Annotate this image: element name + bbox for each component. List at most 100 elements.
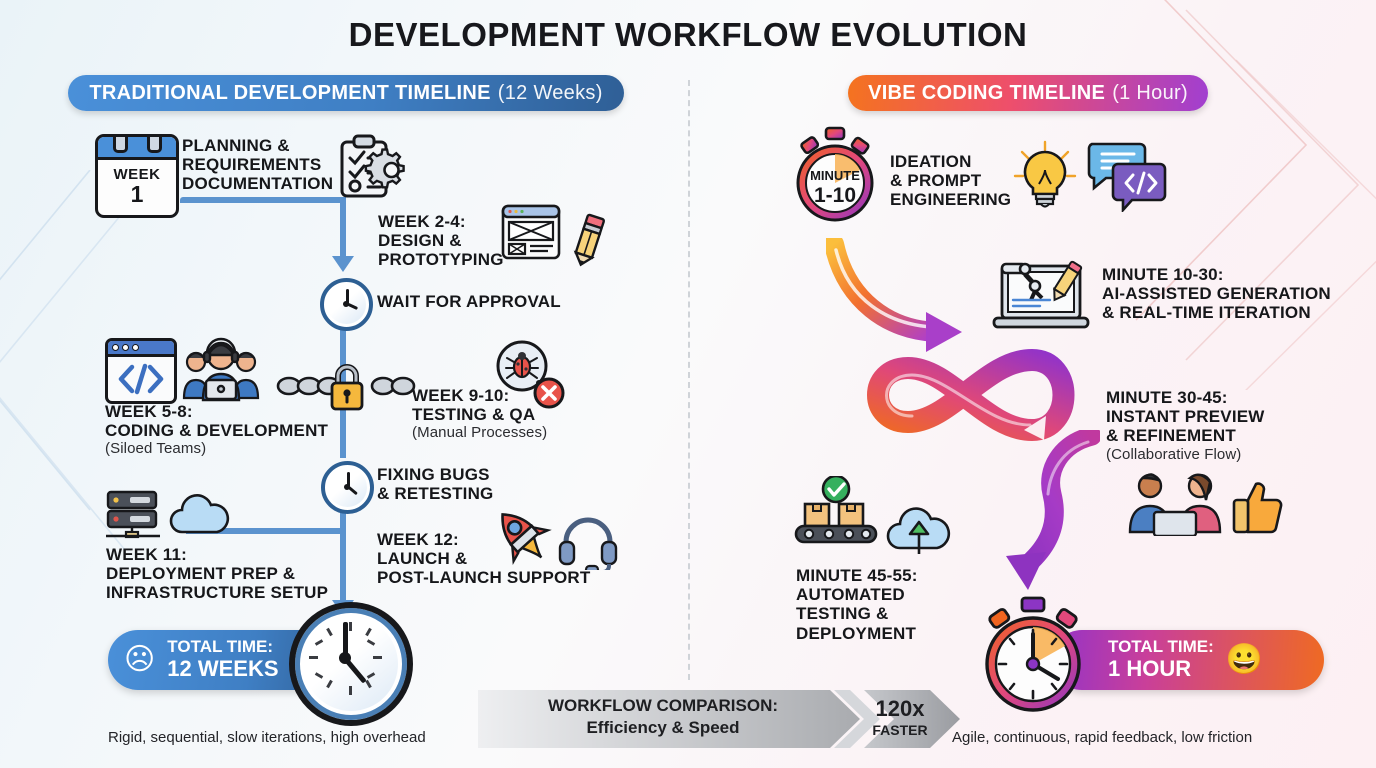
traditional-timeline-header-suffix: (12 Weeks) — [497, 81, 603, 104]
headset-icon — [558, 517, 618, 570]
code-window-icon — [105, 338, 177, 404]
panel-divider — [688, 80, 690, 680]
robot-arm-laptop-icon — [992, 260, 1090, 329]
bug-magnifier-icon — [496, 340, 565, 409]
rocket-icon — [501, 513, 552, 565]
window-dot-1 — [112, 344, 119, 351]
connector-vertical-1 — [340, 197, 346, 259]
calendar-header-band — [98, 137, 176, 160]
clock-icon-approval — [320, 278, 373, 331]
chain-lock-icon — [276, 364, 416, 411]
step-automated-line2: AUTOMATED — [796, 585, 905, 605]
step-preview-line2: INSTANT PREVIEW — [1106, 407, 1265, 427]
window-dot-3 — [132, 344, 139, 351]
code-window-titlebar — [108, 341, 174, 357]
calendar-icon: WEEK 1 — [95, 134, 179, 218]
step-ai-generation-line3: & REAL-TIME ITERATION — [1102, 303, 1311, 323]
step-planning-line3: DOCUMENTATION — [182, 174, 334, 194]
step-ideation-line3: ENGINEERING — [890, 190, 1012, 210]
step-planning-line2: REQUIREMENTS — [182, 155, 322, 175]
step-automated-line1: MINUTE 45-55: — [796, 566, 918, 585]
vibe-timeline-header-suffix: (1 Hour) — [1112, 81, 1188, 104]
clock-icon-total-traditional — [289, 602, 413, 726]
step-testing-line2: TESTING & QA — [412, 405, 536, 425]
stopwatch-icon-total — [985, 596, 1081, 712]
svg-text:1-10: 1-10 — [814, 184, 856, 207]
step-launch: WEEK 12: LAUNCH & POST-LAUNCH SUPPORT — [377, 530, 607, 588]
chat-code-bubbles-icon — [1087, 142, 1167, 212]
step-automated: MINUTE 45-55: AUTOMATED TESTING & DEPLOY… — [796, 566, 976, 643]
step-coding: WEEK 5-8: CODING & DEVELOPMENT (Siloed T… — [105, 402, 350, 457]
step-design-line2: DESIGN & — [378, 231, 462, 251]
happy-face-emoji: 😀 — [1225, 643, 1264, 676]
gear-icon — [364, 148, 405, 189]
step-design-line1: WEEK 2-4: — [378, 212, 466, 231]
comparison-multiplier: 120x — [875, 696, 925, 721]
step-coding-line2: CODING & DEVELOPMENT — [105, 421, 329, 441]
cloud-icon — [169, 494, 230, 534]
step-planning-line1: PLANNING & — [182, 136, 290, 155]
comparison-banner: WORKFLOW COMPARISON: Efficiency & Speed … — [478, 688, 960, 750]
step-launch-line1: WEEK 12: — [377, 530, 459, 549]
step-launch-line3: POST-LAUNCH SUPPORT — [377, 568, 591, 588]
step-preview: MINUTE 30-45: INSTANT PREVIEW & REFINEME… — [1106, 388, 1336, 463]
step-ideation-line2: & PROMPT — [890, 171, 982, 191]
step-preview-line1: MINUTE 30-45: — [1106, 388, 1228, 407]
total-time-vibe-label: TOTAL TIME: — [1108, 637, 1214, 657]
comparison-line1: WORKFLOW COMPARISON: — [547, 696, 779, 715]
step-ai-generation: MINUTE 10-30: AI-ASSISTED GENERATION & R… — [1102, 265, 1332, 323]
page-title: DEVELOPMENT WORKFLOW EVOLUTION — [348, 16, 1028, 53]
calendar-ring-left — [113, 137, 128, 153]
step-ai-generation-line1: MINUTE 10-30: — [1102, 265, 1224, 284]
swoosh-arrow-1 — [826, 238, 962, 352]
calendar-number-label: 1 — [130, 181, 144, 207]
step-preview-note: (Collaborative Flow) — [1106, 445, 1242, 463]
step-deployment-line2: DEPLOYMENT PREP & — [106, 564, 296, 584]
total-time-vibe-value: 1 HOUR — [1108, 656, 1192, 682]
vibe-footer-note: Agile, continuous, rapid feedback, low f… — [952, 729, 1253, 746]
step-coding-note: (Siloed Teams) — [105, 440, 207, 458]
code-brackets-glyph — [118, 363, 164, 395]
step-fixing-line1: FIXING BUGS — [377, 465, 490, 484]
step-design: WEEK 2-4: DESIGN & PROTOTYPING — [378, 212, 508, 270]
connector-arrow-1 — [332, 256, 354, 272]
total-time-traditional-label: TOTAL TIME: — [167, 637, 274, 657]
comparison-line2: Efficiency & Speed — [586, 718, 740, 737]
stopwatch-icon-minute: MINUTE 1-10 — [796, 126, 874, 222]
lightbulb-icon — [1013, 140, 1077, 208]
step-automated-line3: TESTING & — [796, 604, 889, 624]
step-automated-line4: DEPLOYMENT — [796, 623, 917, 643]
step-ideation-line1: IDEATION — [890, 152, 972, 171]
step-deployment-line3: INFRASTRUCTURE SETUP — [106, 583, 329, 603]
infinity-loop-icon — [867, 348, 1075, 442]
comparison-multiplier-sub: FASTER — [872, 722, 928, 738]
calendar-ring-right — [147, 137, 162, 153]
window-dot-2 — [122, 344, 129, 351]
total-time-traditional-value: 12 WEEKS — [167, 656, 279, 682]
total-time-vibe: TOTAL TIME: 1 HOUR 😀 — [1052, 630, 1324, 690]
cloud-upload-icon — [886, 507, 951, 554]
traditional-footer-note: Rigid, sequential, slow iterations, high… — [108, 729, 426, 746]
thumbs-up-icon — [1232, 482, 1283, 534]
svg-text:MINUTE: MINUTE — [810, 168, 860, 183]
clock-icon-fixing — [321, 461, 374, 514]
step-testing: WEEK 9-10: TESTING & QA (Manual Processe… — [412, 386, 592, 441]
step-ai-generation-line2: AI-ASSISTED GENERATION — [1102, 284, 1331, 304]
step-approval-label: WAIT FOR APPROVAL — [377, 292, 561, 311]
step-testing-note: (Manual Processes) — [412, 424, 548, 442]
calendar-body: WEEK 1 — [98, 160, 176, 212]
step-ideation: IDEATION & PROMPT ENGINEERING — [890, 152, 1050, 210]
connector-horizontal-1 — [180, 197, 346, 203]
step-deployment-line1: WEEK 11: — [106, 545, 187, 564]
step-planning: PLANNING & REQUIREMENTS DOCUMENTATION — [182, 136, 372, 194]
step-fixing: FIXING BUGS & RETESTING — [377, 465, 537, 503]
connector-vertical-3 — [340, 505, 346, 603]
clipboard-checklist-icon — [340, 134, 405, 198]
pencil-icon — [573, 213, 606, 267]
step-testing-line1: WEEK 9-10: — [412, 386, 510, 405]
server-icon — [106, 490, 160, 539]
connector-horizontal-2 — [186, 528, 346, 534]
conveyor-check-icon — [794, 476, 878, 544]
vibe-timeline-header-title: VIBE CODING TIMELINE — [868, 81, 1106, 104]
step-coding-line1: WEEK 5-8: — [105, 402, 193, 421]
